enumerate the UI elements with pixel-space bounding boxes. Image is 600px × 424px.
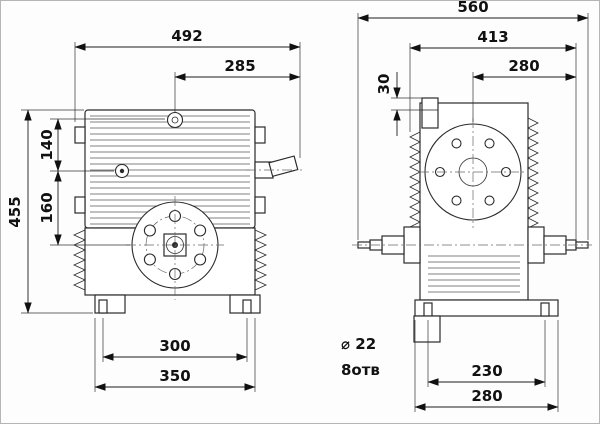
dim-overall-height: 455: [6, 196, 24, 227]
bolt-hole: [451, 138, 462, 149]
dim-foot-span: 350: [159, 367, 190, 385]
side-view-dimensions: 560 413 280 30 ⌀ 22 8отв 230 280: [341, 0, 589, 412]
dim-mid-height: 160: [38, 192, 56, 223]
side-fins-left: [409, 131, 421, 233]
bolt-hole: [484, 195, 495, 206]
dim-base-holes: 230: [471, 362, 502, 380]
flange-tab: [74, 196, 86, 214]
bolt-hole: [194, 253, 207, 266]
side-fins-left: [73, 229, 86, 291]
bolt-hole: [484, 138, 495, 149]
foot-bolt-slot: [242, 299, 252, 314]
dim-overall-width: 492: [171, 27, 202, 45]
dim-body-length: 413: [477, 28, 508, 46]
dim-top-height: 140: [38, 129, 56, 160]
dim-base-span: 280: [471, 387, 502, 405]
base-plate: [414, 299, 559, 317]
base-bolt-slot: [423, 302, 433, 317]
dim-upper-width: 285: [224, 57, 255, 75]
side-fins-right: [254, 229, 267, 291]
side-fins-right: [527, 117, 539, 229]
front-view: [73, 109, 302, 314]
note-hole-diameter: ⌀ 22: [341, 335, 376, 353]
flange-tab: [74, 126, 86, 144]
base-foot-section: [413, 315, 441, 343]
dim-flange-offset: 30: [375, 74, 393, 95]
side-view: [352, 97, 592, 343]
top-flange-tab: [421, 97, 439, 129]
flange-tab: [254, 196, 266, 214]
bolt-hole: [143, 253, 156, 266]
bolt-hole: [194, 224, 207, 237]
dim-upper-length: 280: [508, 57, 539, 75]
vent-plug-center: [171, 116, 179, 124]
front-view-dimensions: 492 285 455 140 160 300 350: [6, 27, 301, 392]
note-hole-count: 8отв: [341, 361, 380, 379]
oil-sight-glass-center: [119, 168, 125, 174]
bolt-hole: [451, 195, 462, 206]
dim-foot-holes: 300: [159, 337, 190, 355]
foot-bolt-slot: [98, 299, 108, 314]
base-bolt-slot: [540, 302, 550, 317]
flange-tab: [254, 126, 266, 144]
bolt-hole: [143, 224, 156, 237]
vent-plug: [166, 111, 184, 129]
cooling-fins-side: [428, 255, 520, 293]
dim-overall-length: 560: [457, 0, 488, 16]
input-shaft-end: [268, 155, 299, 178]
